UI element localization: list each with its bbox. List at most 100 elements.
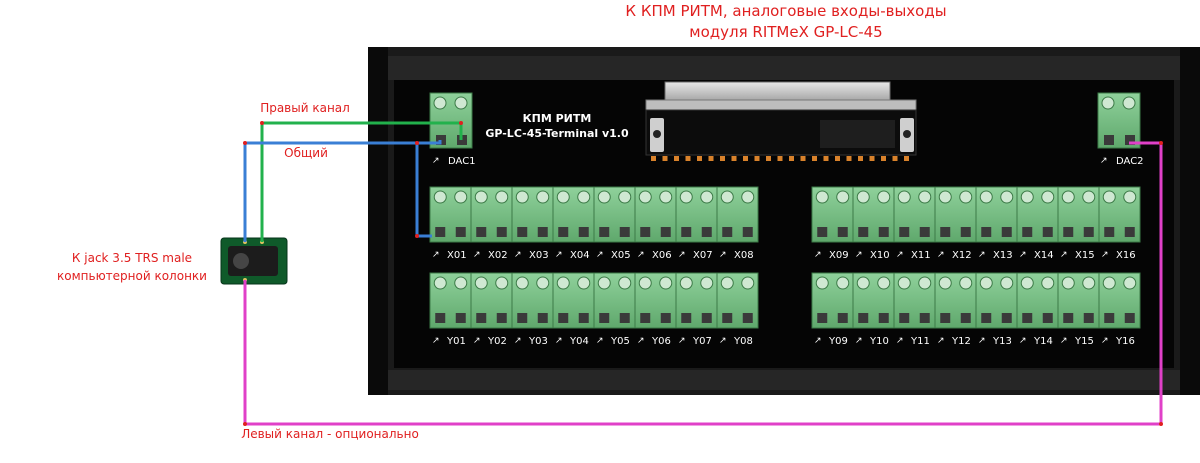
screw-head <box>679 190 693 204</box>
wire-entry <box>701 313 712 323</box>
wire-entry <box>1124 313 1135 323</box>
screw-head <box>1041 190 1055 204</box>
dsub-pin <box>904 156 909 161</box>
wire-entry <box>940 313 951 323</box>
screw-head <box>897 190 911 204</box>
pin-one-mark: ↗ <box>473 250 481 260</box>
pin-one-mark: ↗ <box>596 336 604 346</box>
dsub-45-connector <box>645 81 917 161</box>
pin-one-mark: ↗ <box>596 250 604 260</box>
wire-right-channel <box>260 121 463 242</box>
terminal-label: Y16 <box>1115 336 1135 347</box>
title-line2: модуля RITMeX GP-LC-45 <box>689 23 882 41</box>
wire-entry <box>817 313 828 323</box>
screw-head <box>515 276 529 290</box>
screw-head <box>856 276 870 290</box>
jack-socket <box>233 253 249 269</box>
dsub-pin <box>777 156 783 161</box>
board-name: КПМ РИТМ <box>523 112 592 125</box>
terminal-Y11: ↗Y11 <box>893 273 932 347</box>
wire-entry <box>599 227 610 237</box>
terminal-board: КПМ РИТМ GP-LC-45-Terminal v1.0 ↗ DAC1 <box>368 47 1200 395</box>
screw-head <box>536 190 550 204</box>
terminal-label: X06 <box>652 250 672 261</box>
terminal-label: Y13 <box>992 336 1012 347</box>
wire-entry <box>1104 313 1115 323</box>
wire-entry <box>1042 313 1053 323</box>
screw-head <box>720 276 734 290</box>
screw-head <box>536 276 550 290</box>
wire-entry <box>640 313 651 323</box>
pin-one-mark: ↗ <box>1019 336 1027 346</box>
pin-one-mark: ↗ <box>473 336 481 346</box>
terminal-X02: ↗X02 <box>470 187 509 261</box>
screw-head <box>1000 190 1014 204</box>
terminal-label: X15 <box>1075 250 1095 261</box>
screw-head <box>1082 276 1096 290</box>
pin-one-mark: ↗ <box>814 250 822 260</box>
y-terminal-block-right: ↗Y09↗Y10↗Y11↗Y12↗Y13↗Y14↗Y15↗Y16 <box>811 272 1141 347</box>
dsub-pin <box>743 156 748 161</box>
dac2-label: DAC2 <box>1116 156 1144 167</box>
terminal-Y07: ↗Y07 <box>675 273 714 347</box>
terminal-label: X09 <box>829 250 849 261</box>
wire-entry <box>1042 227 1053 237</box>
enclosure-right-rail <box>1180 47 1200 395</box>
wire-left-channel <box>243 141 1163 426</box>
pin-one-mark: ↗ <box>555 336 563 346</box>
jack-label-line2: компьютерной колонки <box>57 269 207 283</box>
terminal-Y01: ↗Y01 <box>429 273 468 347</box>
wire-entry <box>837 227 848 237</box>
screw-head <box>474 190 488 204</box>
terminal-Y06: ↗Y06 <box>634 273 673 347</box>
wire-entry <box>899 313 910 323</box>
screw-head <box>918 276 932 290</box>
terminal-X14: ↗X14 <box>1016 187 1055 261</box>
screw-head <box>597 276 611 290</box>
wire-entry <box>476 227 487 237</box>
terminal-label: X04 <box>570 250 590 261</box>
screw-head <box>1061 190 1075 204</box>
wire-entry <box>1022 227 1033 237</box>
terminal-X15: ↗X15 <box>1057 187 1096 261</box>
screw-head <box>1000 276 1014 290</box>
wire-entry <box>940 227 951 237</box>
wire-entry <box>578 227 589 237</box>
terminal-Y03: ↗Y03 <box>511 273 550 347</box>
wire-entry <box>578 313 589 323</box>
common-label: Общий <box>284 146 328 160</box>
pin-one-mark: ↗ <box>1060 336 1068 346</box>
terminal-Y13: ↗ Y13 <box>975 273 1014 347</box>
pin-one-mark: ↗ <box>719 336 727 346</box>
wire-entry <box>919 227 930 237</box>
wire-entry <box>960 313 971 323</box>
screw-head <box>856 190 870 204</box>
pin-one-mark: ↗ <box>937 250 945 260</box>
dsub-pin <box>835 156 840 161</box>
dac1-terminal: ↗ DAC1 <box>429 92 476 167</box>
wire-entry <box>878 227 889 237</box>
terminal-Y05: ↗Y05 <box>593 273 632 347</box>
pin-one-mark: ↗ <box>678 250 686 260</box>
terminal-label: Y02 <box>487 336 507 347</box>
dsub-pin <box>766 156 771 161</box>
screw-head <box>836 190 850 204</box>
terminal-X07: ↗X07 <box>675 187 714 261</box>
wire-entry <box>455 227 466 237</box>
wire-entry <box>496 313 507 323</box>
pin-one-mark: ↗ <box>978 336 986 346</box>
wire-entry <box>1001 313 1012 323</box>
dsub-pin <box>662 156 668 161</box>
wire-entry <box>981 313 992 323</box>
terminal-label: X10 <box>870 250 890 261</box>
terminal-label: Y11 <box>910 336 930 347</box>
wire-entry <box>640 227 651 237</box>
terminal-X01: ↗X01 <box>429 187 468 261</box>
wire-entry <box>722 313 733 323</box>
screw-head <box>1082 190 1096 204</box>
terminal-X12: ↗X12 <box>934 187 973 261</box>
wire-entry <box>1022 313 1033 323</box>
pin-one-mark: ↗ <box>855 250 863 260</box>
screw-head <box>577 276 591 290</box>
wire-entry <box>858 313 869 323</box>
